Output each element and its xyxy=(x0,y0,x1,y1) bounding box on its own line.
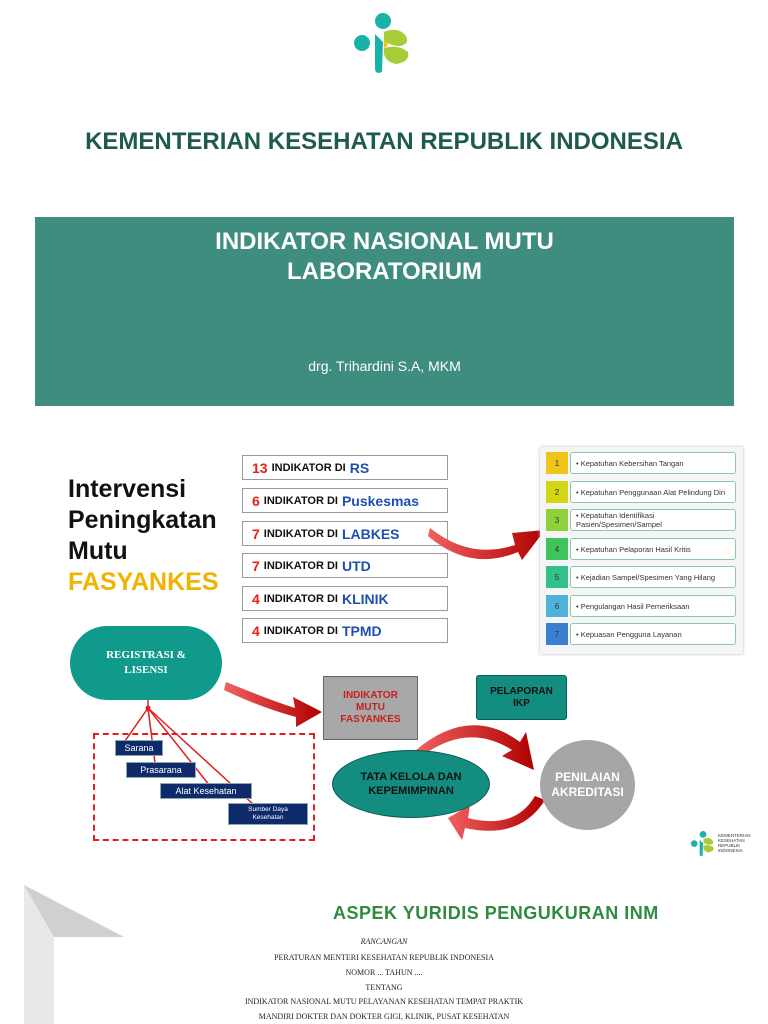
indicator-label: INDIKATOR DI xyxy=(271,461,346,474)
small-logo-line1: KEMENTERIAN xyxy=(718,833,751,838)
banner-title-line2: LABORATORIUM xyxy=(286,258,483,285)
arrow-pen-to-tata xyxy=(448,796,545,840)
tata-kelola-oval: TATA KELOLA DAN KEPEMIMPINAN xyxy=(332,750,490,818)
prasarana-box: Prasarana xyxy=(126,762,196,778)
indicator-label: INDIKATOR DI xyxy=(263,592,338,605)
lab-indicator-text: • Kejadian Sampel/Spesimen Yang Hilang xyxy=(570,566,736,588)
tata-line1: TATA KELOLA DAN xyxy=(360,771,462,783)
intervention-line2: Peningkatan xyxy=(68,506,217,534)
doc-line-indikator: INDIKATOR NASIONAL MUTU PELAYANAN KESEHA… xyxy=(244,997,524,1006)
doc-line-tentang: TENTANG xyxy=(365,983,403,992)
imf-line1: INDIKATOR xyxy=(343,690,398,701)
small-logo-line4: INDONESIA xyxy=(718,848,743,853)
lab-indicator-text: • Kepuasan Pengguna Layanan xyxy=(570,623,736,645)
lab-indicator-number: 5 xyxy=(546,566,568,588)
lab-indicator-number: 1 xyxy=(546,452,568,474)
intervention-line4: FASYANKES xyxy=(68,568,219,596)
lab-indicator-row: 1 • Kepatuhan Kebersihan Tangan xyxy=(546,452,736,474)
lab-indicator-number: 6 xyxy=(546,595,568,617)
aspek-yuridis-title: ASPEK YURIDIS PENGUKURAN INM xyxy=(333,903,659,923)
imf-line2: MUTU xyxy=(356,702,385,713)
indicator-count: 6 xyxy=(252,492,260,509)
sdm-line2: Kesehatan xyxy=(252,814,284,821)
lab-indicator-text: • Kepatuhan Kebersihan Tangan xyxy=(570,452,736,474)
banner-title-line1: INDIKATOR NASIONAL MUTU xyxy=(215,228,554,255)
indicator-facility: RS xyxy=(349,459,370,476)
lab-indicator-text: • Kepatuhan Pelaporan Hasil Kritis xyxy=(570,538,736,560)
lab-indicator-row: 7 • Kepuasan Pengguna Layanan xyxy=(546,623,736,645)
lab-indicator-text: • Kepatuhan Penggunaan Alat Pelindung Di… xyxy=(570,481,736,503)
indicator-facility: Puskesmas xyxy=(341,492,420,509)
arrow-labkes-to-list xyxy=(428,528,545,560)
lab-indicator-panel: 1 • Kepatuhan Kebersihan Tangan 2 • Kepa… xyxy=(540,447,743,654)
sarana-box: Sarana xyxy=(115,740,163,756)
pen-line1: PENILAIAN xyxy=(555,770,620,784)
banner-author: drg. Trihardini S.A, MKM xyxy=(308,358,461,374)
indicator-row-klinik: 4 INDIKATOR DI KLINIK xyxy=(242,586,448,611)
doc-line-peraturan: PERATURAN MENTERI KESEHATAN REPUBLIK IND… xyxy=(274,953,494,962)
indicator-label: INDIKATOR DI xyxy=(263,527,338,540)
sdm-line1: Sumber Daya xyxy=(248,806,288,813)
doc-line-mandiri: MANDIRI DOKTER DAN DOKTER GIGI, KLINIK, … xyxy=(258,1012,510,1021)
lab-indicator-row: 2 • Kepatuhan Penggunaan Alat Pelindung … xyxy=(546,481,736,503)
indicator-facility: KLINIK xyxy=(341,590,389,607)
registration-oval: REGISTRASI & LISENSI xyxy=(70,626,222,700)
indicator-facility: LABKES xyxy=(341,525,400,542)
lab-indicator-row: 3 • Kepatuhan Identifikasi Pasien/Spesim… xyxy=(546,509,736,531)
intervention-line1: Intervensi xyxy=(68,475,187,503)
pen-line2: AKREDITASI xyxy=(551,785,624,799)
indicator-row-tpmd: 4 INDIKATOR DI TPMD xyxy=(242,618,448,643)
registration-detail-box xyxy=(93,733,315,841)
intervention-heading: Intervensi Peningkatan Mutu FASYANKES xyxy=(68,474,219,598)
arrow-imf-to-pen xyxy=(416,725,534,770)
lab-indicator-row: 6 • Pengulangan Hasil Pemeriksaan xyxy=(546,595,736,617)
intervention-line3: Mutu xyxy=(68,537,128,565)
lab-indicator-row: 5 • Kejadian Sampel/Spesimen Yang Hilang xyxy=(546,566,736,588)
indikator-mutu-box: INDIKATOR MUTU FASYANKES xyxy=(323,676,418,740)
penilaian-akreditasi-circle: PENILAIAN AKREDITASI xyxy=(540,740,635,830)
small-logo-line2: KESEHATAN xyxy=(718,838,745,843)
registration-line2: LISENSI xyxy=(124,664,168,676)
small-logo-text: KEMENTERIAN KESEHATAN REPUBLIK INDONESIA xyxy=(718,833,763,853)
page-fold-decoration xyxy=(24,885,124,1024)
doc-line-nomor: NOMOR ... TAHUN .... xyxy=(345,968,423,977)
tata-line2: KEPEMIMPINAN xyxy=(368,785,454,797)
indicator-label: INDIKATOR DI xyxy=(263,494,338,507)
registration-line1: REGISTRASI & xyxy=(106,649,186,661)
indicator-facility: UTD xyxy=(341,557,371,574)
lab-indicator-number: 3 xyxy=(546,509,568,531)
sdm-box: Sumber Daya Kesehatan xyxy=(228,803,308,825)
lab-indicator-number: 2 xyxy=(546,481,568,503)
indicator-facility: TPMD xyxy=(341,622,382,639)
kemenkes-logo-icon xyxy=(354,13,409,73)
indicator-label: INDIKATOR DI xyxy=(263,559,338,572)
arrow-reg-to-imf xyxy=(224,682,322,727)
lab-indicator-text: • Pengulangan Hasil Pemeriksaan xyxy=(570,595,736,617)
indicator-count: 13 xyxy=(252,459,268,476)
indicator-row-utd: 7 INDIKATOR DI UTD xyxy=(242,553,448,578)
imf-line3: FASYANKES xyxy=(340,714,401,725)
indicator-count: 4 xyxy=(252,622,260,639)
lab-indicator-number: 4 xyxy=(546,538,568,560)
indicator-count: 7 xyxy=(252,557,260,574)
small-kemenkes-logo-icon xyxy=(690,831,714,857)
lab-indicator-text: • Kepatuhan Identifikasi Pasien/Spesimen… xyxy=(570,509,736,531)
indicator-row-labkes: 7 INDIKATOR DI LABKES xyxy=(242,521,448,546)
ikp-line2: IKP xyxy=(513,697,530,709)
small-logo-line3: REPUBLIK xyxy=(718,843,741,848)
lab-indicator-row: 4 • Kepatuhan Pelaporan Hasil Kritis xyxy=(546,538,736,560)
indicator-row-rs: 13 INDIKATOR DI RS xyxy=(242,455,448,480)
indicator-count: 7 xyxy=(252,525,260,542)
indicator-row-puskesmas: 6 INDIKATOR DI Puskesmas xyxy=(242,488,448,513)
alat-kesehatan-box: Alat Kesehatan xyxy=(160,783,252,799)
banner-title: INDIKATOR NASIONAL MUTU LABORATORIUM xyxy=(35,227,734,287)
ikp-line1: PELAPORAN xyxy=(490,685,553,697)
lab-indicator-number: 7 xyxy=(546,623,568,645)
indicator-label: INDIKATOR DI xyxy=(263,624,338,637)
indicator-count: 4 xyxy=(252,590,260,607)
doc-line-rancangan: RANCANGAN xyxy=(360,937,408,946)
title-banner: INDIKATOR NASIONAL MUTU LABORATORIUM drg… xyxy=(35,217,734,406)
pelaporan-ikp-box: PELAPORAN IKP xyxy=(476,675,567,720)
ministry-title: KEMENTERIAN KESEHATAN REPUBLIK INDONESIA xyxy=(85,128,683,155)
